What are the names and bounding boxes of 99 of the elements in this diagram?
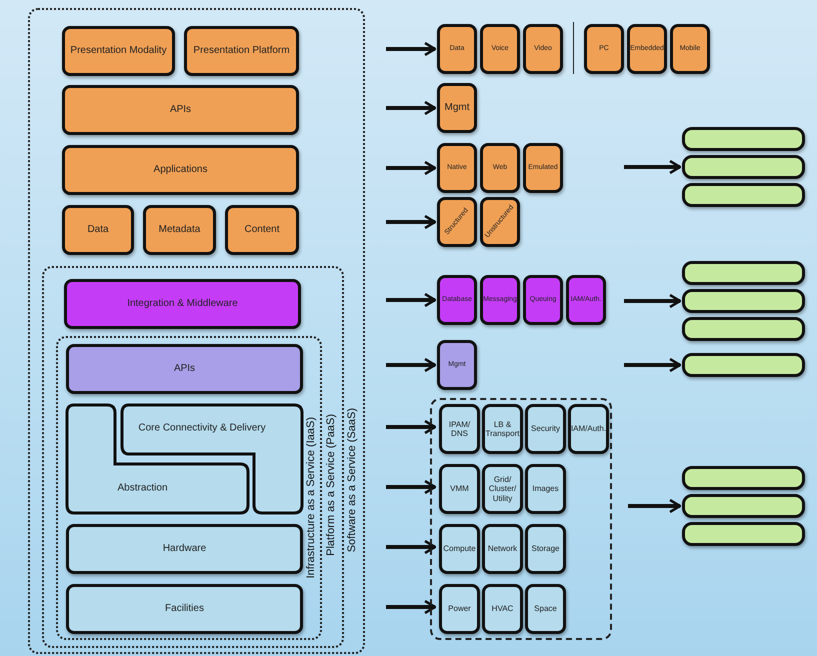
block-label: VMM bbox=[450, 484, 469, 494]
component-tile bbox=[584, 24, 624, 74]
component-tile bbox=[437, 24, 477, 74]
block-label: Power bbox=[448, 604, 471, 614]
component-tile bbox=[523, 143, 563, 193]
layer-block bbox=[62, 26, 175, 76]
block-label: Core Connectivity & Delivery bbox=[138, 422, 266, 434]
layer-block bbox=[62, 205, 134, 255]
block-label: Images bbox=[532, 484, 559, 494]
arrow bbox=[624, 294, 682, 308]
block-label: Presentation Platform bbox=[193, 45, 290, 57]
layer-title: Software as a Service (SaaS) bbox=[346, 408, 358, 552]
component-tile bbox=[568, 404, 609, 454]
layer-block bbox=[64, 279, 301, 329]
component-tile bbox=[437, 83, 477, 133]
provider-box bbox=[682, 289, 805, 313]
block-label: IPAM/ DNS bbox=[448, 420, 472, 438]
block-label: Data bbox=[87, 224, 109, 236]
provider-box bbox=[682, 494, 805, 518]
component-tile bbox=[439, 524, 480, 574]
layer-block bbox=[184, 26, 299, 76]
block-label: Content bbox=[244, 224, 280, 236]
service-layer-frame bbox=[28, 8, 365, 654]
component-tile bbox=[439, 464, 480, 514]
component-tile bbox=[525, 464, 566, 514]
provider-box bbox=[682, 466, 805, 490]
block-label: Applications bbox=[154, 164, 208, 176]
block-label: Abstraction bbox=[117, 482, 168, 494]
provider-box bbox=[682, 353, 805, 377]
component-tile bbox=[480, 197, 520, 247]
component-tile bbox=[480, 24, 520, 74]
provider-box bbox=[682, 127, 805, 151]
arrow bbox=[386, 420, 436, 434]
component-tile bbox=[525, 404, 566, 454]
layer-block bbox=[143, 205, 216, 255]
arrow bbox=[386, 600, 436, 614]
component-tile bbox=[525, 584, 566, 634]
component-tile bbox=[523, 24, 563, 74]
provider-box bbox=[682, 317, 805, 341]
block-label: Network bbox=[488, 544, 518, 554]
component-tile bbox=[482, 404, 523, 454]
arrow bbox=[386, 100, 436, 116]
layer-title: Infrastructure as a Service (IaaS) bbox=[305, 416, 317, 578]
arrow bbox=[386, 214, 436, 230]
component-tile bbox=[480, 143, 520, 193]
block-label: Grid/ Cluster/ Utility bbox=[488, 475, 518, 503]
layer-block bbox=[225, 205, 299, 255]
component-group-frame bbox=[430, 398, 612, 640]
block-label: APIs bbox=[170, 104, 192, 116]
component-tile bbox=[482, 464, 523, 514]
component-tile bbox=[627, 24, 667, 74]
arrow bbox=[628, 498, 682, 514]
arrow bbox=[386, 540, 436, 554]
component-tile bbox=[437, 275, 477, 325]
arrow bbox=[624, 160, 682, 174]
arrow bbox=[386, 292, 436, 308]
component-tile bbox=[437, 340, 477, 390]
block-label: LB & Transport bbox=[486, 420, 520, 438]
block-label: Metadata bbox=[158, 224, 200, 236]
component-tile bbox=[670, 24, 710, 74]
component-tile bbox=[437, 197, 477, 247]
service-layer-frame bbox=[42, 266, 344, 648]
provider-box bbox=[682, 261, 805, 285]
layer-title: Platform as a Service (PaaS) bbox=[325, 414, 337, 556]
component-tile bbox=[566, 275, 606, 325]
provider-box bbox=[682, 522, 805, 546]
block-label: Hardware bbox=[162, 543, 206, 555]
block-label: IAM/Auth. bbox=[570, 424, 606, 434]
block-label: Integration & Middleware bbox=[127, 298, 238, 310]
arrow bbox=[624, 358, 682, 372]
block-label: Space bbox=[534, 604, 557, 614]
block-label: Storage bbox=[531, 544, 560, 554]
arrow bbox=[386, 480, 436, 494]
component-tile bbox=[480, 275, 520, 325]
layer-block bbox=[66, 344, 303, 394]
provider-box bbox=[682, 183, 805, 207]
component-tile bbox=[439, 404, 480, 454]
arrow bbox=[386, 358, 436, 372]
component-tile bbox=[525, 524, 566, 574]
component-tile bbox=[482, 524, 523, 574]
component-tile bbox=[523, 275, 563, 325]
block-label: Compute bbox=[443, 544, 476, 554]
service-layer-frame bbox=[56, 336, 322, 640]
block-label: APIs bbox=[174, 363, 196, 375]
layer-block bbox=[66, 584, 303, 634]
block-label: Security bbox=[531, 424, 560, 434]
layer-block bbox=[62, 145, 299, 195]
component-tile bbox=[439, 584, 480, 634]
arrow bbox=[386, 160, 436, 176]
component-tile bbox=[482, 584, 523, 634]
provider-box bbox=[682, 155, 805, 179]
layer-block bbox=[62, 85, 299, 135]
block-label: Facilities bbox=[165, 603, 204, 615]
block-label: HVAC bbox=[492, 604, 514, 614]
component-tile bbox=[437, 143, 477, 193]
arrow bbox=[386, 42, 436, 56]
layer-block bbox=[66, 524, 303, 574]
block-label: Presentation Modality bbox=[70, 45, 167, 57]
block-label: Mgmt bbox=[444, 102, 470, 114]
